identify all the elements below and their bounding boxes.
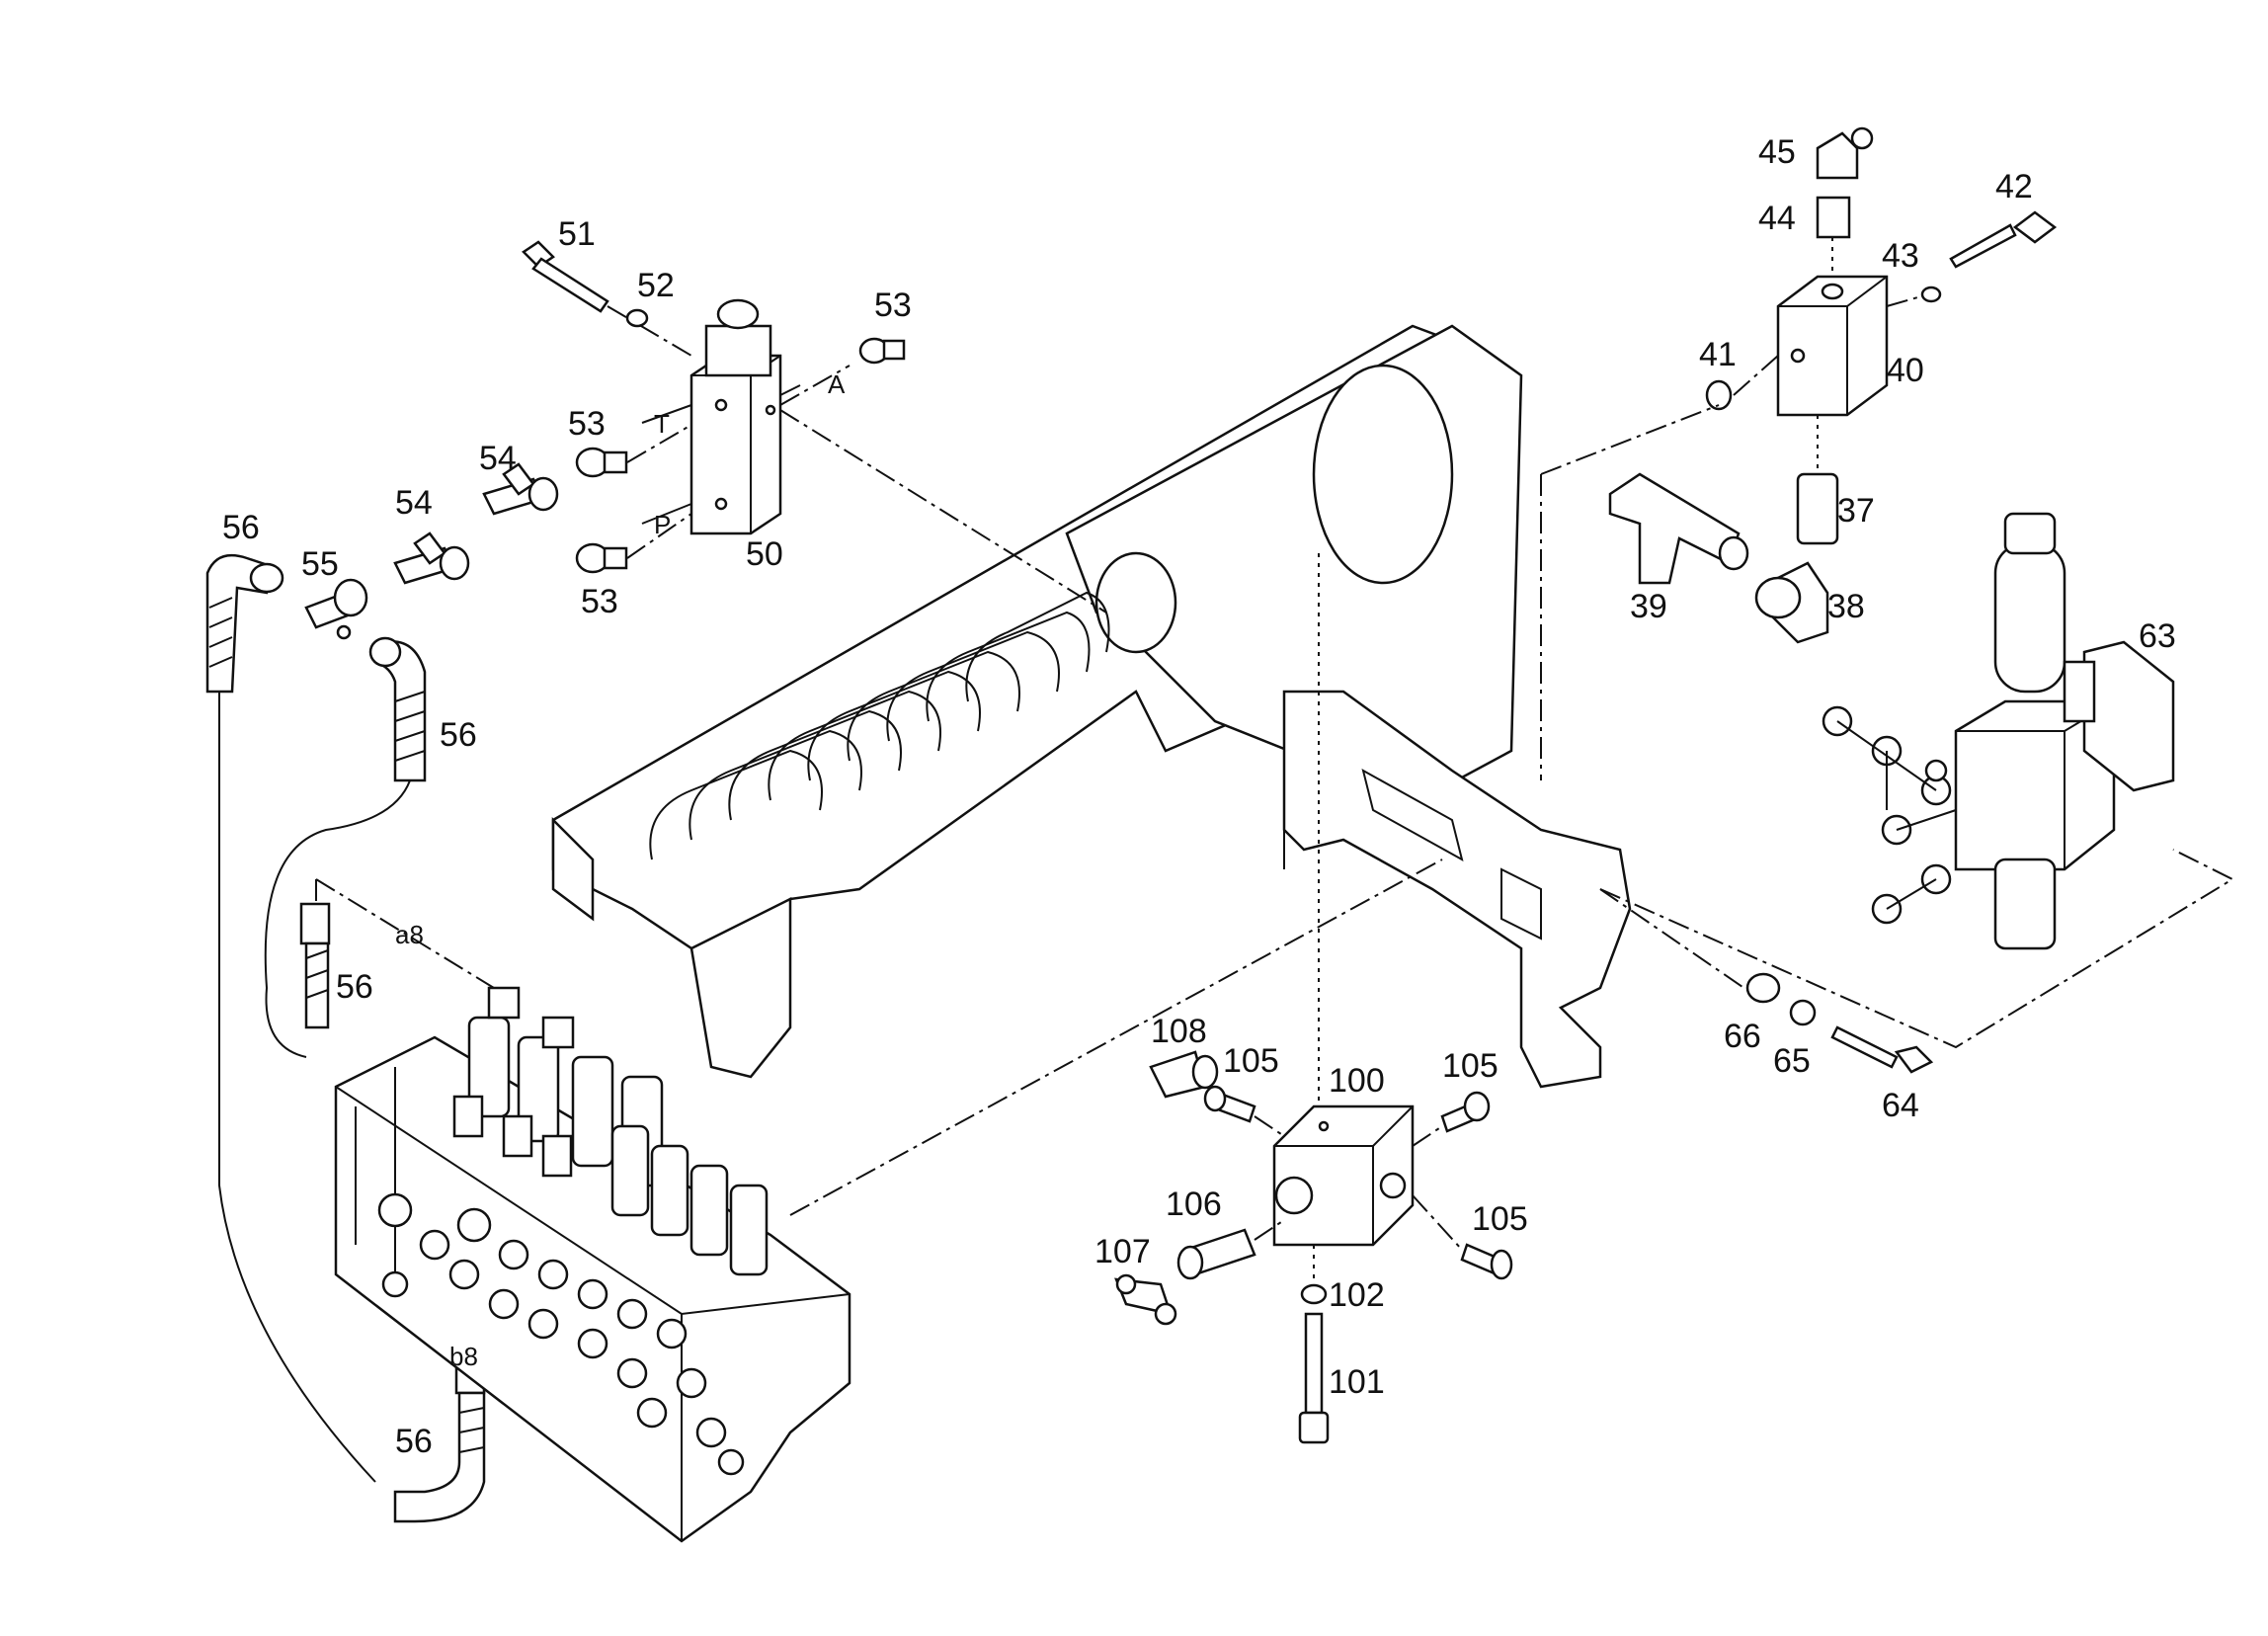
tee-107 — [1114, 1273, 1177, 1326]
label-56-b: 56 — [440, 716, 477, 754]
bolt-42 — [1949, 210, 2058, 269]
fitting-45 — [1816, 126, 1874, 180]
fitting-106 — [1176, 1228, 1256, 1280]
label-41: 41 — [1699, 336, 1737, 373]
label-53-c: 53 — [581, 583, 618, 620]
main-frame — [551, 324, 1632, 1089]
label-50: 50 — [746, 535, 783, 573]
washer-41 — [1705, 379, 1733, 411]
label-45: 45 — [1758, 133, 1796, 171]
fitting-53-b — [575, 447, 628, 478]
hose-56-a — [205, 553, 284, 694]
port-label-b8: b8 — [449, 1342, 478, 1371]
port-label-a8: a8 — [395, 920, 424, 949]
part-labels: 37 38 39 40 41 42 43 44 45 50 51 52 53 5… — [222, 133, 2176, 1460]
fitting-53-a — [858, 337, 906, 365]
label-56-c: 56 — [336, 968, 373, 1006]
label-51: 51 — [558, 215, 596, 253]
valve-assembly-63 — [1822, 512, 2175, 950]
label-63: 63 — [2139, 617, 2176, 655]
center-line-block — [789, 859, 1443, 1216]
label-65: 65 — [1773, 1042, 1811, 1080]
block-40 — [1776, 275, 1889, 417]
label-64: 64 — [1882, 1087, 1919, 1124]
bolt-64 — [1830, 1025, 1934, 1074]
fitting-105-b — [1440, 1091, 1491, 1133]
washer-52 — [625, 308, 649, 328]
valve-39 — [1608, 472, 1749, 585]
hose-56-b — [368, 636, 427, 782]
label-39: 39 — [1630, 588, 1667, 625]
label-40: 40 — [1887, 352, 1924, 389]
washer-65 — [1789, 999, 1817, 1026]
fitting-105-a — [1203, 1085, 1256, 1123]
washer-43 — [1920, 286, 1942, 303]
label-100: 100 — [1329, 1062, 1385, 1100]
label-106: 106 — [1166, 1186, 1222, 1223]
port-labels: A T P a8 b8 — [395, 369, 846, 1371]
label-102: 102 — [1329, 1276, 1385, 1314]
port-label-P: P — [654, 510, 671, 539]
block-100 — [1272, 1104, 1415, 1247]
label-56-a: 56 — [222, 509, 260, 546]
label-105-c: 105 — [1472, 1200, 1528, 1238]
label-55: 55 — [301, 545, 339, 583]
label-42: 42 — [1995, 168, 2033, 205]
fitting-44 — [1816, 196, 1851, 239]
fitting-108 — [1149, 1050, 1219, 1099]
label-38: 38 — [1827, 588, 1865, 625]
label-56-d: 56 — [395, 1423, 433, 1460]
tee-54-b — [393, 532, 470, 585]
label-101: 101 — [1329, 1363, 1385, 1401]
label-54-b: 54 — [395, 484, 433, 522]
port-label-A: A — [828, 369, 846, 399]
label-44: 44 — [1758, 200, 1796, 237]
bolt-101 — [1298, 1312, 1330, 1444]
label-108: 108 — [1151, 1013, 1207, 1050]
hose-56-c — [299, 902, 331, 1029]
label-43: 43 — [1882, 237, 1919, 275]
label-54-a: 54 — [479, 440, 517, 477]
fitting-55 — [304, 578, 368, 640]
control-valve-block — [334, 986, 851, 1543]
tee-54-a — [482, 462, 559, 516]
label-107: 107 — [1094, 1233, 1151, 1270]
label-53-a: 53 — [874, 286, 912, 324]
label-37: 37 — [1837, 492, 1875, 530]
valve-50 — [689, 298, 782, 535]
washer-102 — [1300, 1283, 1328, 1305]
fitting-37 — [1796, 472, 1839, 545]
fitting-105-c — [1460, 1243, 1513, 1280]
label-105-b: 105 — [1442, 1047, 1498, 1085]
label-52: 52 — [637, 267, 675, 304]
tee-38 — [1754, 561, 1829, 644]
bolt-51 — [522, 240, 692, 357]
fitting-53-c — [575, 542, 628, 574]
label-105-a: 105 — [1223, 1042, 1279, 1080]
label-53-b: 53 — [568, 405, 606, 443]
label-66: 66 — [1724, 1018, 1761, 1055]
washer-66 — [1745, 972, 1781, 1004]
